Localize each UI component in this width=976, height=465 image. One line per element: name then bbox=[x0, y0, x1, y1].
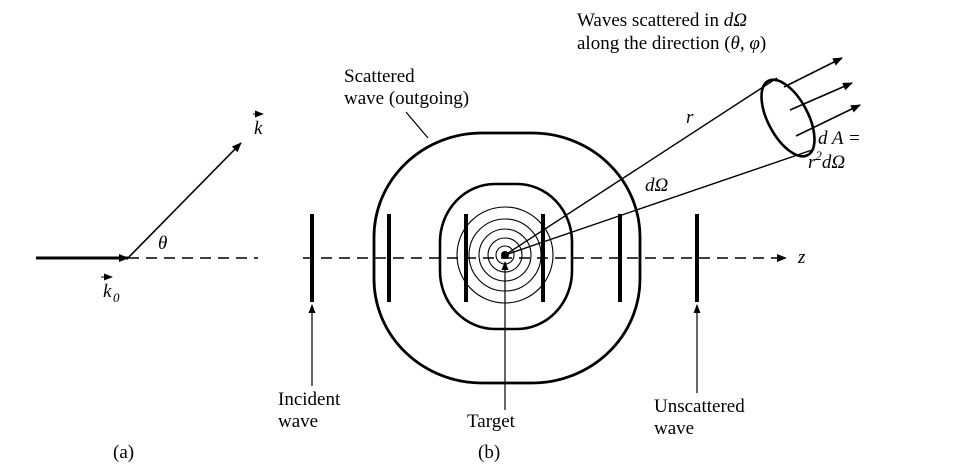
panel-b-caption: (b) bbox=[478, 442, 500, 463]
scattered-arrow bbox=[783, 57, 843, 88]
domega-label: dΩ bbox=[645, 175, 669, 196]
z-axis-label: z bbox=[797, 247, 806, 268]
scattered-wave-label-line1: Scattered bbox=[344, 66, 415, 87]
solid-angle-cone bbox=[504, 77, 816, 256]
scattered-arrow bbox=[795, 104, 861, 137]
area-element-ellipse bbox=[760, 78, 816, 158]
waves-scattered-label-line1: Waves scattered in dΩ bbox=[577, 10, 747, 31]
unscattered-wave-label-line2: wave bbox=[654, 418, 694, 439]
outer-scattered-wavefront bbox=[372, 131, 642, 385]
scattered-direction-arrows bbox=[783, 57, 861, 137]
svg-text:0: 0 bbox=[113, 290, 120, 305]
panel-a-caption: (a) bbox=[113, 442, 134, 463]
scattered-wave-label-line2: wave (outgoing) bbox=[344, 88, 469, 109]
k-label: k bbox=[253, 110, 264, 139]
incident-wave-label-line1: Incident bbox=[278, 389, 341, 410]
scattered-wave-pointer bbox=[405, 111, 429, 139]
cone-lower-edge bbox=[504, 149, 813, 256]
waves-scattered-label-line2: along the direction (θ, φ) bbox=[577, 33, 766, 54]
cone-upper-edge bbox=[504, 77, 778, 256]
unscattered-wave-label-line1: Unscattered bbox=[654, 396, 745, 417]
target-label: Target bbox=[467, 411, 516, 432]
theta-label: θ bbox=[158, 233, 167, 254]
dA-label-line1: d A = bbox=[818, 128, 861, 149]
scattered-wavevector-arrow bbox=[127, 142, 242, 259]
panel-a: k θ k 0 (a) bbox=[36, 110, 264, 463]
scattered-arrow bbox=[789, 82, 853, 111]
k0-label: k 0 bbox=[101, 273, 120, 305]
r-label: r bbox=[686, 107, 694, 128]
plane-wavefronts bbox=[310, 214, 699, 302]
inner-scattered-wavefront bbox=[438, 182, 574, 331]
panel-b: z bbox=[278, 10, 861, 463]
incident-wave-label-line2: wave bbox=[278, 411, 318, 432]
svg-text:k: k bbox=[103, 281, 112, 302]
svg-text:k: k bbox=[254, 118, 263, 139]
dA-label-line2: r2dΩ bbox=[808, 148, 845, 173]
